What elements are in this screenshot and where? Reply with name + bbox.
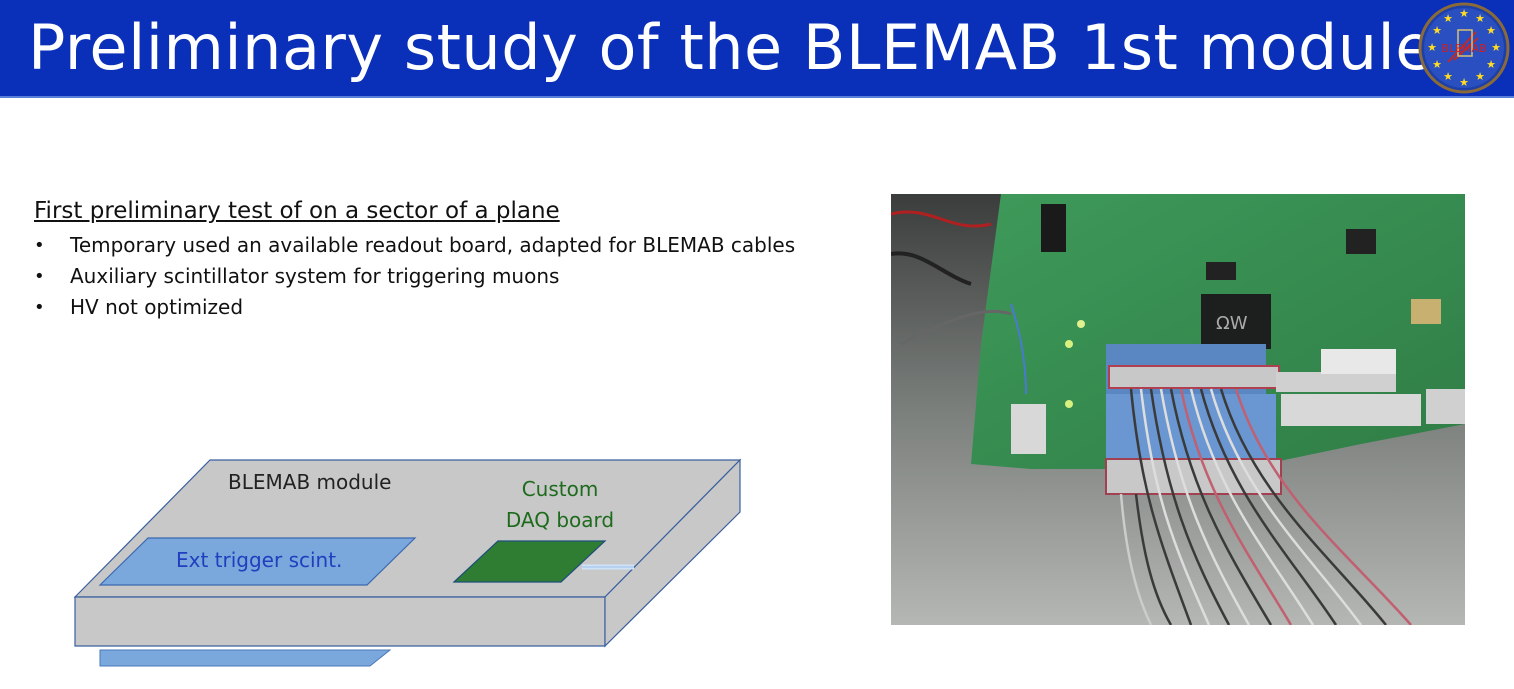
svg-text:★: ★ bbox=[1432, 25, 1442, 37]
bullet-marker: • bbox=[34, 235, 45, 256]
logo-wordmark: BLEMAB bbox=[1441, 42, 1486, 55]
svg-text:★: ★ bbox=[1443, 13, 1453, 25]
bullet-marker: • bbox=[34, 266, 45, 287]
svg-text:★: ★ bbox=[1491, 42, 1501, 54]
daq-board bbox=[452, 540, 607, 583]
module-label: BLEMAB module bbox=[228, 470, 391, 494]
bullet-item: • HV not optimized bbox=[34, 292, 795, 323]
readout-board-photo: ΩW bbox=[891, 194, 1465, 625]
svg-text:★: ★ bbox=[1486, 59, 1496, 71]
bullet-list: • Temporary used an available readout boa… bbox=[34, 230, 795, 323]
svg-text:★: ★ bbox=[1486, 25, 1496, 37]
module-side-face bbox=[604, 458, 741, 648]
svg-text:★: ★ bbox=[1475, 71, 1485, 83]
slide-title: Preliminary study of the BLEMAB 1st modu… bbox=[28, 11, 1434, 84]
bullet-item: • Auxiliary scintillator system for trigg… bbox=[34, 261, 795, 292]
svg-text:★: ★ bbox=[1475, 13, 1485, 25]
section-subheading: First preliminary test of on a sector of… bbox=[34, 198, 560, 224]
title-bar: Preliminary study of the BLEMAB 1st modu… bbox=[0, 0, 1514, 98]
daq-label-line1: Custom bbox=[522, 477, 599, 501]
svg-text:★: ★ bbox=[1459, 77, 1469, 89]
svg-text:★: ★ bbox=[1427, 42, 1437, 54]
svg-text:ΩW: ΩW bbox=[1216, 313, 1248, 334]
module-diagram: BLEMAB module Ext trigger scint. Custom … bbox=[73, 458, 742, 667]
trigger-label: Ext trigger scint. bbox=[176, 548, 342, 572]
bullet-marker: • bbox=[34, 297, 45, 318]
bullet-text: Temporary used an available readout boar… bbox=[70, 233, 796, 257]
bullet-item: • Temporary used an available readout boa… bbox=[34, 230, 795, 261]
ext-trigger-scintillator bbox=[98, 537, 417, 586]
bottom-scintillator bbox=[99, 649, 392, 667]
svg-text:★: ★ bbox=[1459, 8, 1469, 20]
bullet-text: HV not optimized bbox=[70, 295, 244, 319]
daq-label-line2: DAQ board bbox=[506, 508, 614, 532]
module-front-face bbox=[74, 596, 606, 647]
svg-text:★: ★ bbox=[1432, 59, 1442, 71]
bullet-text: Auxiliary scintillator system for trigge… bbox=[70, 264, 560, 288]
blemab-logo-icon: ★ ★ ★ ★ ★ ★ ★ ★ ★ ★ ★ ★ BLEMAB bbox=[1418, 2, 1510, 94]
svg-text:★: ★ bbox=[1443, 71, 1453, 83]
